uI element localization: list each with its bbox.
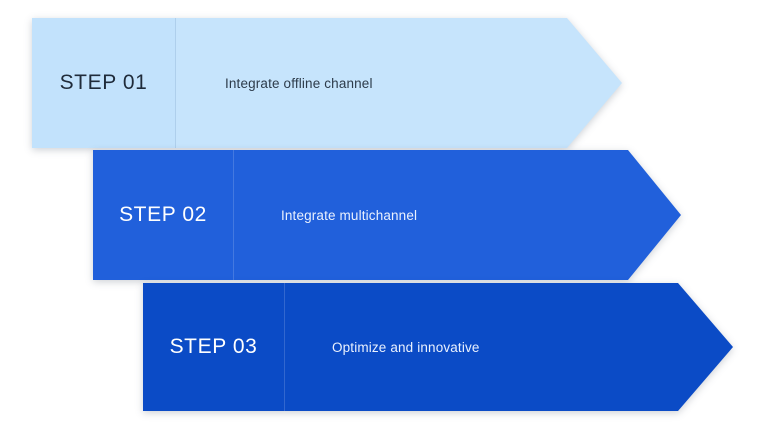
step-3-label: STEP 03: [169, 335, 258, 358]
process-step-1[interactable]: STEP 01 Integrate offline channel: [32, 18, 622, 148]
arrow-shape-2: [93, 150, 681, 280]
arrow-shape-1: [32, 18, 622, 148]
step-2-divider: [233, 150, 234, 280]
process-step-3[interactable]: STEP 03 Optimize and innovative: [143, 283, 733, 411]
step-3-description: Optimize and innovative: [332, 339, 480, 355]
step-2-label-block: STEP 02: [93, 150, 233, 280]
step-3-divider: [284, 283, 285, 411]
step-3-label-block: STEP 03: [143, 283, 284, 411]
step-1-description: Integrate offline channel: [225, 75, 373, 91]
arrow-shape-3: [143, 283, 733, 411]
step-1-label: STEP 01: [59, 71, 148, 94]
step-1-divider: [175, 18, 176, 148]
step-2-label: STEP 02: [119, 203, 207, 226]
process-step-2[interactable]: STEP 02 Integrate multichannel: [93, 150, 681, 280]
step-1-label-block: STEP 01: [32, 18, 175, 148]
step-3-description-block: Optimize and innovative: [284, 283, 480, 411]
step-2-description-block: Integrate multichannel: [233, 150, 417, 280]
step-1-description-block: Integrate offline channel: [175, 18, 373, 148]
step-2-description: Integrate multichannel: [281, 207, 418, 223]
